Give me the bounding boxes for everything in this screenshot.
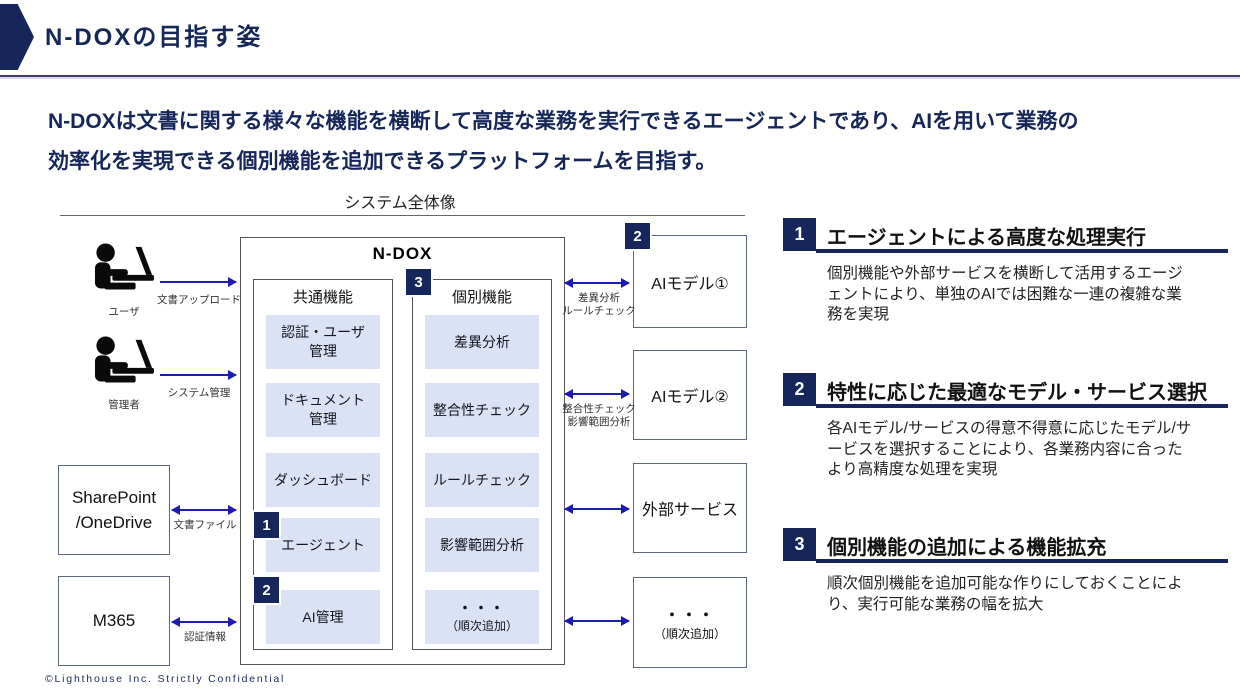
ai-model2-label: AIモデル② [651, 389, 729, 406]
feature-consistency-check: 整合性チェック [425, 383, 539, 437]
aimodel2-arrow-line1: 整合性チェック [562, 403, 636, 415]
ai-model1-number-badge: 2 [625, 223, 650, 249]
right-more-note: （順次追加） [653, 626, 726, 641]
admin-to-ndox-arrow [160, 370, 237, 380]
point1-underline [816, 249, 1228, 253]
user-to-ndox-arrow [160, 277, 237, 287]
point2-body: 各AIモデル/サービスの得意不得意に応じたモデル/サービスを選択することにより、… [827, 420, 1192, 479]
m365-arrow-label: 認証情報 [184, 631, 226, 643]
m365-ndox-arrow [171, 617, 237, 627]
feature-doc-line1: ドキュメント [281, 392, 365, 409]
user-arrow-label: 文書アップロード [157, 294, 241, 306]
admin-person-icon [85, 336, 163, 396]
lead-line-2: 効率化を実現できる個別機能を追加できるプラットフォームを目指す。 [48, 150, 717, 173]
ai-mgmt-number-badge: 2 [254, 577, 279, 603]
feature-more-note: （順次追加） [445, 619, 518, 634]
feature-doc-line2: 管理 [309, 411, 337, 427]
sharepoint-line-2: /OneDrive [75, 513, 153, 532]
feature-rule-label: ルールチェック [433, 471, 531, 488]
ai-model2-box: AIモデル② [633, 350, 747, 440]
admin-arrow-label: システム管理 [167, 387, 231, 399]
point2-title: 特性に応じた最適なモデル・サービス選択 [827, 382, 1207, 404]
point3-underline [816, 559, 1228, 563]
individual-functions-number-badge: 3 [406, 269, 431, 295]
feature-ai-mgmt: AI管理 [266, 590, 380, 644]
feature-dashboard: ダッシュボード [266, 453, 380, 507]
feature-auth-line2: 管理 [309, 343, 337, 359]
point2-underline [816, 404, 1228, 408]
title-chevron-icon [0, 4, 34, 70]
feature-auth-user-mgmt: 認証・ユーザ 管理 [266, 315, 380, 369]
sharepoint-ndox-arrow [171, 505, 237, 515]
feature-impact-label: 影響範囲分析 [440, 536, 524, 553]
individual-functions-header: 個別機能 [451, 289, 512, 306]
aimodel1-arrow-line2: ルールチェック [562, 304, 636, 317]
right-more-dots: ・・・ [664, 606, 716, 624]
feature-rule-check: ルールチェック [425, 453, 539, 507]
feature-consistency-label: 整合性チェック [433, 401, 531, 418]
m365-label: M365 [92, 611, 136, 630]
admin-label: 管理者 [108, 399, 140, 411]
lead-statement: N-DOXは文書に関する様々な機能を横断して高度な業務を実行できるエージェントで… [48, 102, 1208, 182]
external-service-label: 外部サービス [641, 502, 738, 519]
user-person-icon [85, 243, 163, 303]
header-divider [0, 75, 1240, 77]
point2-number-badge: 2 [783, 373, 816, 406]
aimodel2-arrow-label: 整合性チェック 影響範囲分析 [556, 403, 642, 428]
common-functions-header: 共通機能 [292, 289, 353, 306]
ai-model1-box: AIモデル① [633, 235, 747, 328]
sharepoint-arrow-label: 文書ファイル [173, 519, 237, 531]
feature-ai-mgmt-label: AI管理 [302, 608, 344, 625]
user-label: ユーザ [108, 306, 140, 318]
feature-document-mgmt: ドキュメント 管理 [266, 383, 380, 437]
feature-agent-label: エージェント [281, 536, 365, 553]
ndox-aimodel2-arrow [564, 389, 630, 399]
ndox-more-arrow [564, 616, 630, 626]
ndox-aimodel1-arrow [564, 278, 630, 288]
feature-diff-label: 差異分析 [454, 333, 510, 350]
ai-model1-label: AIモデル① [651, 275, 729, 293]
feature-impact-analysis: 影響範囲分析 [425, 518, 539, 572]
aimodel1-arrow-label: 差異分析 ルールチェック [556, 292, 642, 317]
m365-box: M365 [58, 576, 170, 666]
point3-title: 個別機能の追加による機能拡充 [827, 537, 1107, 559]
feature-diff-analysis: 差異分析 [425, 315, 539, 369]
lead-line-1: N-DOXは文書に関する様々な機能を横断して高度な業務を実行できるエージェントで… [48, 110, 1079, 133]
feature-more: ・・・ （順次追加） [425, 590, 539, 644]
external-service-box: 外部サービス [633, 463, 747, 553]
aimodel2-arrow-line2: 影響範囲分析 [567, 415, 631, 428]
ndox-title: N-DOX [372, 244, 433, 263]
point3-number-badge: 3 [783, 528, 816, 561]
aimodel1-arrow-line1: 差異分析 [578, 292, 620, 304]
point1-body: 個別機能や外部サービスを横断して活用するエージェントにより、単独のAIでは困難な… [827, 265, 1183, 324]
sharepoint-line-1: SharePoint [71, 487, 157, 507]
sharepoint-box: SharePoint /OneDrive [58, 465, 170, 555]
agent-number-badge: 1 [254, 512, 279, 538]
feature-dashboard-label: ダッシュボード [274, 471, 372, 488]
point3-body: 順次個別機能を追加可能な作りにしておくことにより、実行可能な業務の幅を拡大 [827, 575, 1183, 613]
feature-more-dots: ・・・ [458, 600, 506, 617]
diagram-title: システム全体像 [344, 195, 456, 212]
ndox-external-arrow [564, 504, 630, 514]
point1-title: エージェントによる高度な処理実行 [827, 227, 1146, 249]
feature-agent: エージェント [266, 518, 380, 572]
right-more-box: ・・・ （順次追加） [633, 577, 747, 668]
point1-number-badge: 1 [783, 218, 816, 251]
diagram-divider [60, 215, 745, 216]
feature-auth-line1: 認証・ユーザ [281, 324, 365, 341]
page-title: N-DOXの目指す姿 [45, 24, 263, 51]
confidential-footer: ©Lighthouse Inc. Strictly Confidential [45, 673, 286, 685]
